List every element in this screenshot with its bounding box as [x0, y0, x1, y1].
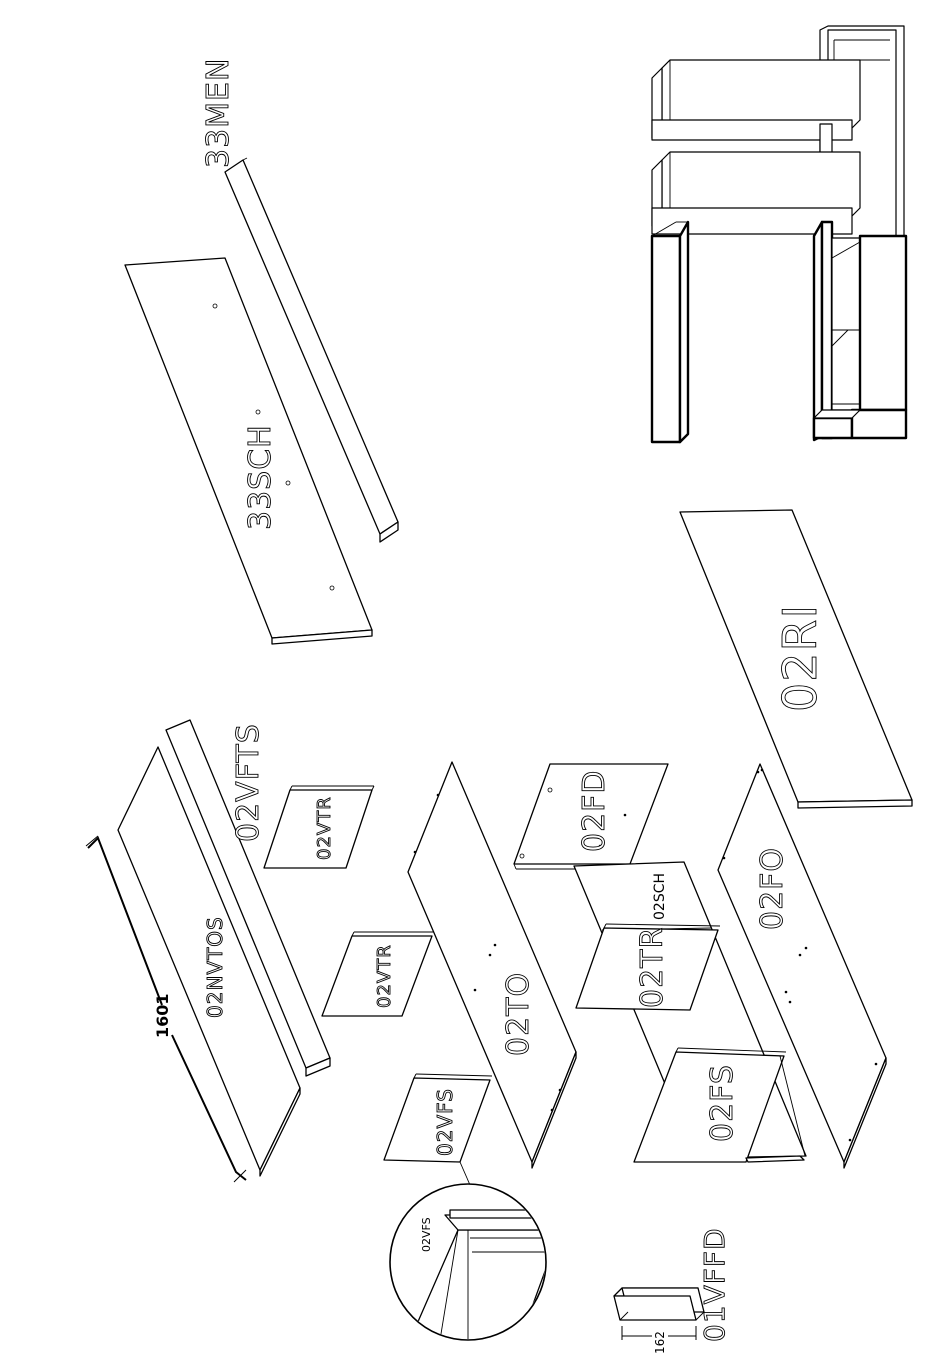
label-02vtr-top: 02VTR [314, 796, 335, 860]
label-02fo: 02FO [755, 847, 790, 930]
label-33sch: 33SCH [243, 424, 278, 530]
part-01vffd [614, 1288, 704, 1320]
label-02vfts: 02VFTS [231, 723, 266, 842]
label-33men: 33MEN [201, 58, 236, 168]
dimension-162: 162 [653, 1331, 667, 1354]
detail-magnifier [390, 1162, 560, 1340]
dimension-1601: 1601 [153, 993, 172, 1038]
label-02ri: 02RI [773, 604, 827, 712]
label-detail-02vfs: 02VFS [420, 1217, 433, 1252]
label-02vtr-mid: 02VTR [374, 944, 395, 1008]
label-02sch: 02SCH [652, 873, 668, 920]
label-02vfs: 02VFS [433, 1088, 457, 1156]
label-02fd: 02FD [577, 769, 612, 852]
label-02tr: 02TR [635, 927, 670, 1008]
label-02nvtos: 02NVTOS [203, 916, 227, 1018]
label-02to: 02TO [501, 972, 536, 1056]
label-01vffd: 01VFFD [698, 1227, 731, 1342]
assembled-preview [652, 26, 906, 442]
label-02fs: 02FS [705, 1064, 740, 1142]
